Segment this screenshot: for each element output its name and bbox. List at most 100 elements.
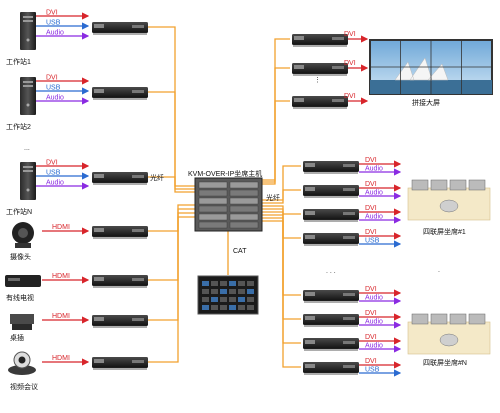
mgmt-tile (220, 297, 227, 302)
mgmt-tile (220, 305, 227, 310)
kvm-host-chassis (194, 177, 263, 232)
socket-base (12, 324, 32, 330)
extender-shadow (93, 182, 147, 185)
extender-shadow (293, 73, 347, 76)
stb-display (8, 278, 20, 281)
extender-port (94, 277, 104, 281)
extender-body (292, 96, 348, 107)
extender-shadow (304, 372, 358, 375)
extender-led-strip (343, 317, 355, 320)
extender-port (305, 364, 315, 368)
left-fiber-label: 光纤 (150, 173, 164, 182)
rx-extender (303, 209, 359, 222)
cat-label: CAT (233, 248, 247, 255)
fiber-cable (262, 211, 301, 296)
seat-monitor (411, 179, 429, 191)
extender-shadow (304, 348, 358, 351)
extender-led-strip (343, 293, 355, 296)
fiber-cable (262, 205, 301, 215)
host-card-slot (198, 205, 228, 213)
host-card-slot (229, 221, 259, 229)
extender-port (294, 98, 304, 102)
workstation-label: 工作站2 (6, 122, 31, 131)
extender-port (94, 359, 104, 363)
wall-dvi-label: DVI (344, 60, 356, 67)
pc-power-button (26, 188, 30, 192)
host-card-slot (198, 189, 228, 197)
desk-socket-icon (10, 314, 34, 330)
extender-port (94, 228, 104, 232)
pc-drive-bay (23, 166, 33, 168)
fiber-cable (262, 214, 301, 320)
fiber-cable (262, 67, 290, 183)
extender-shadow (93, 367, 147, 370)
extender-body (92, 315, 148, 326)
video-conference-icon (8, 351, 36, 375)
pc-drive-bay (23, 85, 33, 87)
signal-label: Audio (46, 30, 64, 37)
label-layer: KVM-OVER-IP坐席主机工作站1DVIUSBAudio工作站2DVIUSB… (6, 10, 467, 392)
rx-extender (303, 314, 359, 327)
signal-label: USB (46, 170, 61, 177)
signal-label: Audio (46, 95, 64, 102)
extender-body (303, 314, 359, 325)
extender-port (305, 235, 315, 239)
wall-label: 拼接大屏 (412, 98, 440, 107)
seat-signal-label: Audio (365, 343, 383, 350)
signal-label: DVI (46, 10, 58, 17)
mgmt-tile (229, 297, 236, 302)
wall-dots: ⋮ (314, 77, 321, 84)
device-layer (5, 12, 493, 375)
extender-shadow (93, 236, 147, 239)
extender-led-strip (343, 341, 355, 344)
seat-workstation (407, 313, 491, 355)
right-fiber-label: 光纤 (266, 193, 280, 202)
mgmt-tile (211, 289, 218, 294)
seat-label: 四联屏坐席#1 (423, 227, 466, 236)
mgmt-tile (202, 297, 209, 302)
seat-signal-label: DVI (365, 157, 377, 164)
extender-led-strip (343, 365, 355, 368)
signal-label: DVI (46, 75, 58, 82)
seat-monitor (449, 313, 467, 325)
rx-extender (292, 96, 348, 109)
extender-port (294, 65, 304, 69)
host-card-slot (198, 181, 228, 189)
rx-extender (292, 34, 348, 47)
extender-shadow (293, 106, 347, 109)
extender-body (92, 87, 148, 98)
mgmt-tile (238, 305, 245, 310)
pc-drive-bay (23, 20, 33, 22)
extender-led-strip (343, 212, 355, 215)
management-screen (197, 275, 259, 315)
extender-body (92, 226, 148, 237)
host-card-slot (229, 205, 259, 213)
seat-signal-label: DVI (365, 181, 377, 188)
workstation-label: 工作站1 (6, 57, 31, 66)
extender-body (92, 172, 148, 183)
mgmt-tile (202, 281, 209, 286)
rx-extender (303, 362, 359, 375)
mgmt-tile (220, 281, 227, 286)
signal-label: USB (46, 20, 61, 27)
seat-dot: . (438, 267, 440, 274)
extender-body (303, 290, 359, 301)
signal-label: DVI (46, 160, 58, 167)
seat-signal-label: DVI (365, 334, 377, 341)
extender-body (292, 63, 348, 74)
mgmt-tile (247, 305, 254, 310)
extender-led-strip (132, 90, 144, 93)
camera-base (15, 243, 31, 248)
seat-signal-label: Audio (365, 319, 383, 326)
extender-port (305, 187, 315, 191)
vc-lens (18, 356, 26, 364)
extender-body (303, 233, 359, 244)
extender-port (305, 211, 315, 215)
rx-extender (303, 233, 359, 246)
socket-panel (10, 314, 34, 324)
extender-shadow (93, 32, 147, 35)
seat-label: 四联屏坐席#N (423, 358, 467, 367)
fiber-cable (148, 176, 195, 193)
tx-extender (92, 172, 148, 185)
